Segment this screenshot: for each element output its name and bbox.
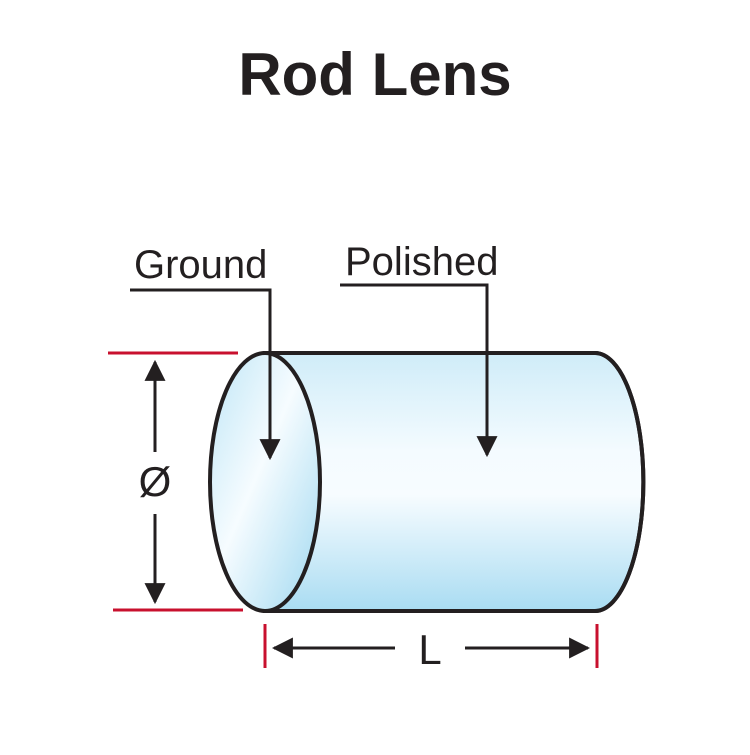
length-symbol-label: L xyxy=(418,626,441,673)
polished-leader-line xyxy=(340,283,498,458)
rod-far-end xyxy=(594,351,646,613)
diameter-symbol-label: Ø xyxy=(139,458,172,505)
ground-leader-line xyxy=(130,288,281,461)
ground-label: Ground xyxy=(134,243,267,287)
polished-label: Polished xyxy=(345,240,498,284)
ground-end-face xyxy=(208,351,322,613)
page-title: Rod Lens xyxy=(238,41,511,108)
